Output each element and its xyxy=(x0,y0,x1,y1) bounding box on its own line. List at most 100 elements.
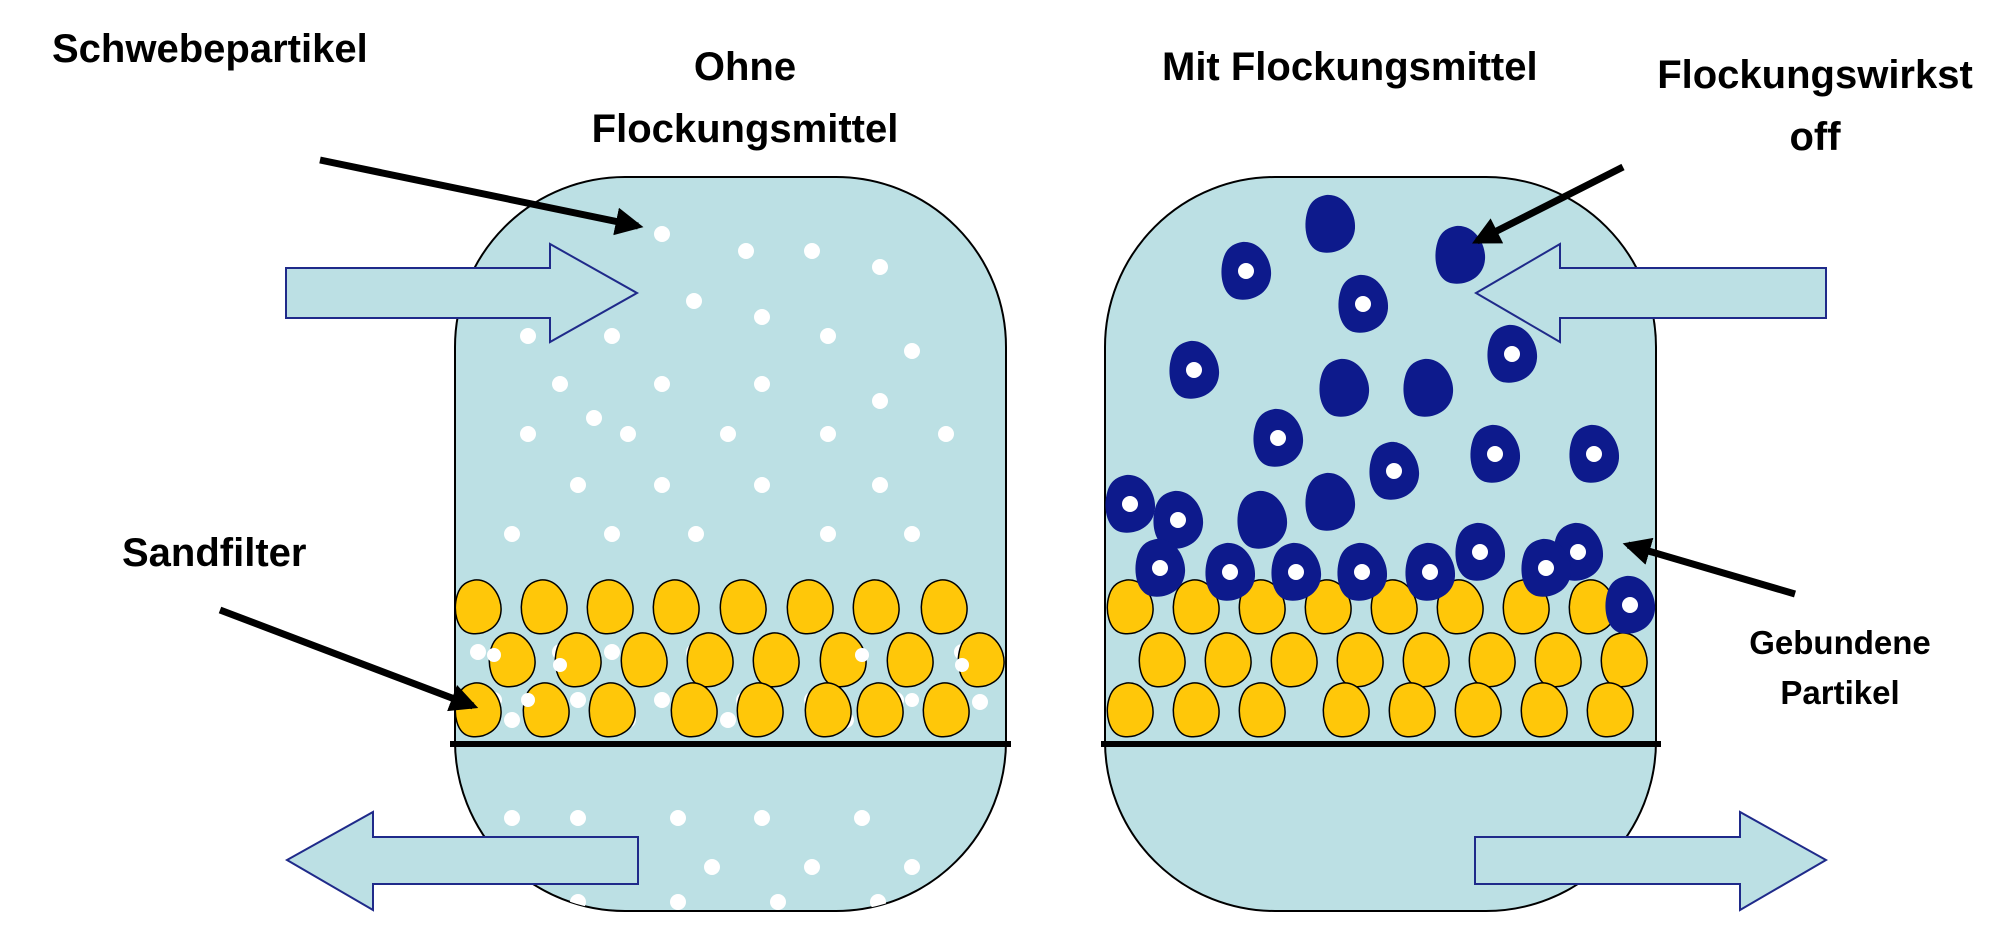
trapped-particle xyxy=(521,693,535,707)
suspended-particle xyxy=(520,328,536,344)
left-outflow-arrow xyxy=(284,810,639,912)
label-gebundene-partikel: Gebundene Partikel xyxy=(1720,618,1960,718)
sand-grain xyxy=(719,579,767,635)
suspended-particle xyxy=(854,810,870,826)
suspended-particle xyxy=(570,810,586,826)
pointer-sandfilter xyxy=(218,606,479,712)
sand-grain xyxy=(488,632,536,688)
bound-particle xyxy=(1422,564,1438,580)
sand-grain xyxy=(1270,632,1318,688)
suspended-particle xyxy=(938,426,954,442)
label-sandfilter: Sandfilter xyxy=(122,531,307,575)
label-ohne-flockungsmittel: Ohne Flockungsmittel xyxy=(545,36,945,160)
suspended-particle xyxy=(604,644,620,660)
bound-particle xyxy=(1570,544,1586,560)
sand-grain xyxy=(886,632,934,688)
suspended-particle xyxy=(804,243,820,259)
suspended-particle xyxy=(586,410,602,426)
sand-grain xyxy=(1388,682,1436,738)
trapped-particle xyxy=(973,695,987,709)
sand-grain xyxy=(1322,682,1370,738)
trapped-particle xyxy=(955,658,969,672)
suspended-particle xyxy=(738,243,754,259)
bound-particle xyxy=(1186,362,1202,378)
suspended-particle xyxy=(820,526,836,542)
sand-grain xyxy=(520,579,568,635)
bound-particle xyxy=(1238,263,1254,279)
trapped-particle xyxy=(905,693,919,707)
left-inflow-arrow xyxy=(285,242,640,344)
suspended-particle xyxy=(570,692,586,708)
pointer-flockungswirkstoff xyxy=(1472,163,1625,245)
sand-grain xyxy=(1138,632,1186,688)
bound-particle xyxy=(1122,496,1138,512)
bound-particle xyxy=(1222,564,1238,580)
suspended-particle xyxy=(872,393,888,409)
sand-grain xyxy=(1106,682,1154,738)
suspended-particle xyxy=(704,859,720,875)
sand-grain xyxy=(804,682,852,738)
suspended-particle xyxy=(654,477,670,493)
sand-grain xyxy=(736,682,784,738)
sand-grain xyxy=(1454,682,1502,738)
sand-grain xyxy=(652,579,700,635)
suspended-particle xyxy=(904,859,920,875)
suspended-particle xyxy=(754,309,770,325)
suspended-particle xyxy=(654,692,670,708)
bound-particle xyxy=(1152,560,1168,576)
suspended-particle xyxy=(552,376,568,392)
sand-grain xyxy=(856,682,904,738)
flocculant-blob xyxy=(1237,490,1288,549)
suspended-particle xyxy=(770,894,786,910)
left-sand-layer xyxy=(455,579,1005,738)
pointer-gebundene-partikel xyxy=(1622,537,1796,598)
suspended-particle xyxy=(872,259,888,275)
sand-grain xyxy=(1586,682,1634,738)
suspended-particle xyxy=(504,712,520,728)
sand-grain xyxy=(786,579,834,635)
sand-grain xyxy=(620,632,668,688)
suspended-particle xyxy=(904,526,920,542)
suspended-particle xyxy=(688,526,704,542)
flocculant-blob xyxy=(1319,358,1370,417)
sand-grain xyxy=(670,682,718,738)
suspended-particle xyxy=(820,328,836,344)
pointer-schwebepartikel xyxy=(319,156,644,236)
label-wirkstoff-line2: off xyxy=(1789,115,1841,159)
suspended-particle xyxy=(620,426,636,442)
suspended-particle xyxy=(820,426,836,442)
sand-grain xyxy=(586,579,634,635)
label-ohne-line1: Ohne xyxy=(693,45,797,89)
suspended-particle xyxy=(670,894,686,910)
label-schwebepartikel: Schwebepartikel xyxy=(52,27,368,71)
suspended-particle xyxy=(754,477,770,493)
suspended-particle xyxy=(604,526,620,542)
sand-grain xyxy=(920,579,968,635)
label-flockungswirkstoff: Flockungswirkst off xyxy=(1640,44,1990,168)
suspended-particle xyxy=(904,343,920,359)
right-outflow-arrow xyxy=(1474,810,1829,912)
label-ohne-line2: Flockungsmittel xyxy=(591,107,899,151)
suspended-particle xyxy=(686,293,702,309)
right-floc-group xyxy=(1105,194,1656,634)
bound-particle xyxy=(1386,463,1402,479)
suspended-particle xyxy=(872,477,888,493)
right-inflow-arrow xyxy=(1474,242,1827,344)
label-gebundene-line2: Partikel xyxy=(1780,674,1900,711)
sand-grain xyxy=(1204,632,1252,688)
bound-particle xyxy=(1472,544,1488,560)
suspended-particle xyxy=(470,644,486,660)
suspended-particle xyxy=(754,376,770,392)
suspended-particle xyxy=(654,376,670,392)
trapped-particle xyxy=(553,658,567,672)
label-mit-flockungsmittel: Mit Flockungsmittel xyxy=(1162,45,1538,89)
sand-grain xyxy=(852,579,900,635)
label-gebundene-line1: Gebundene xyxy=(1749,624,1931,661)
suspended-particle xyxy=(570,477,586,493)
flocculant-blob xyxy=(1403,358,1454,417)
bound-particle xyxy=(1288,564,1304,580)
suspended-particle xyxy=(504,526,520,542)
flocculant-blob xyxy=(1305,194,1356,253)
